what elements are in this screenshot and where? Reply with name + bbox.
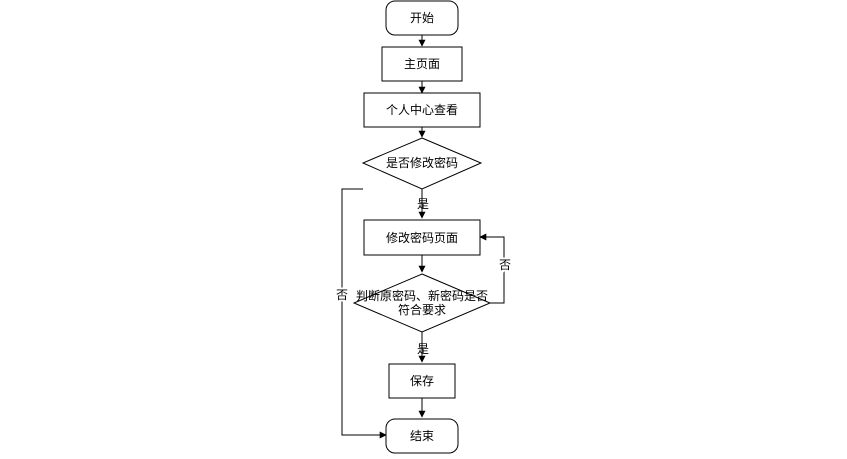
- node-change-page: 修改密码页面: [363, 219, 481, 256]
- decision-change-password: 是否修改密码: [361, 137, 483, 190]
- node-home: 主页面: [381, 46, 463, 82]
- node-start: 开始: [385, 0, 459, 36]
- node-end: 结束: [385, 418, 459, 454]
- edge-label-check-no: 否: [499, 258, 511, 272]
- edge-label-change-no: 否: [336, 288, 348, 302]
- arrow-check-no-loop: [479, 233, 505, 304]
- node-change-page-label: 修改密码页面: [386, 230, 458, 245]
- edge-label-change-yes: 是: [417, 197, 429, 211]
- node-home-label: 主页面: [404, 57, 440, 71]
- edge-label-check-yes: 是: [417, 342, 429, 356]
- node-profile-label: 个人中心查看: [386, 102, 458, 117]
- node-end-label: 结束: [410, 429, 434, 443]
- decision-check-passwords: 判断原密码、新密码是否 符合要求: [352, 273, 492, 333]
- node-profile: 个人中心查看: [363, 92, 481, 128]
- node-start-label: 开始: [410, 11, 434, 25]
- decision-check-label-line2: 符合要求: [398, 302, 446, 317]
- arrow-decision-no-to-end: [341, 188, 387, 439]
- decision-change-password-label: 是否修改密码: [386, 155, 458, 170]
- decision-check-label-line1: 判断原密码、新密码是否: [356, 288, 488, 303]
- node-save-label: 保存: [410, 374, 434, 388]
- node-save: 保存: [388, 363, 456, 399]
